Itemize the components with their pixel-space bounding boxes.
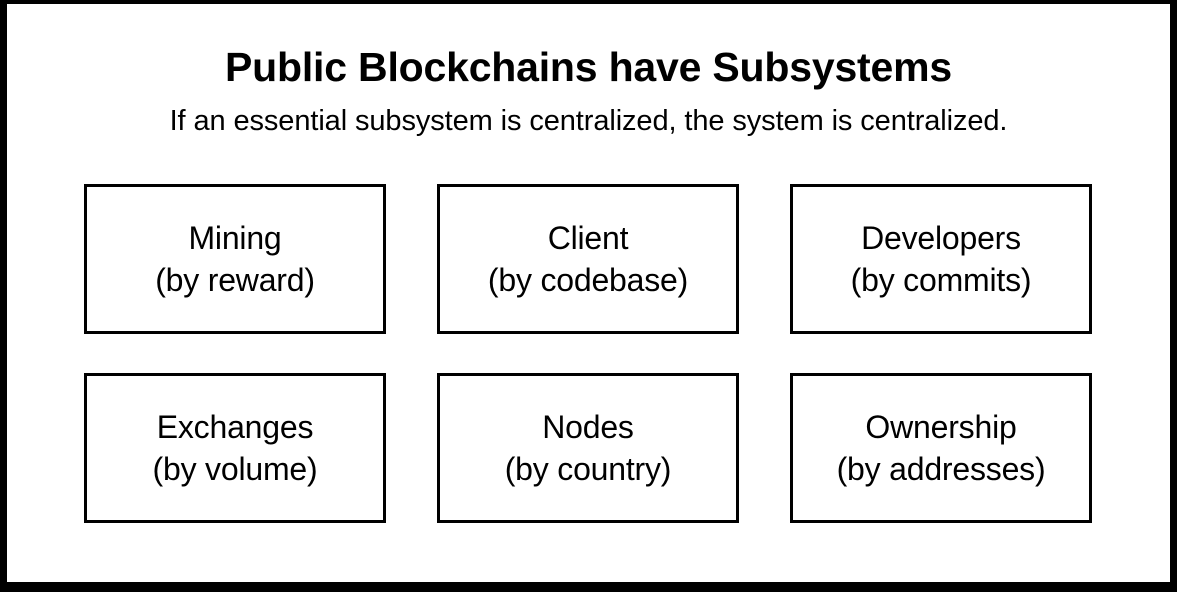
subsystem-name: Exchanges xyxy=(156,409,314,445)
subsystem-metric: (by addresses) xyxy=(836,451,1046,487)
subsystem-grid: Mining (by reward) Client (by codebase) … xyxy=(84,184,1094,523)
subsystem-name: Nodes xyxy=(542,409,634,445)
subsystem-metric: (by volume) xyxy=(152,451,318,487)
subsystem-name: Developers xyxy=(861,220,1021,256)
subsystem-box-nodes: Nodes (by country) xyxy=(437,373,739,523)
subsystem-metric: (by country) xyxy=(504,451,672,487)
subsystem-box-developers: Developers (by commits) xyxy=(790,184,1092,334)
subsystem-box-client: Client (by codebase) xyxy=(437,184,739,334)
subsystem-box-mining: Mining (by reward) xyxy=(84,184,386,334)
subsystem-name: Client xyxy=(547,220,629,256)
subsystem-metric: (by commits) xyxy=(850,262,1032,298)
page-subtitle: If an essential subsystem is centralized… xyxy=(169,105,1008,137)
subsystem-metric: (by codebase) xyxy=(487,262,689,298)
subsystem-metric: (by reward) xyxy=(155,262,315,298)
subsystem-name: Mining xyxy=(188,220,282,256)
slide-inner-frame: Public Blockchains have Subsystems If an… xyxy=(7,4,1170,582)
subsystem-box-ownership: Ownership (by addresses) xyxy=(790,373,1092,523)
subsystem-box-exchanges: Exchanges (by volume) xyxy=(84,373,386,523)
subsystem-name: Ownership xyxy=(865,409,1017,445)
page-title: Public Blockchains have Subsystems xyxy=(225,44,952,90)
